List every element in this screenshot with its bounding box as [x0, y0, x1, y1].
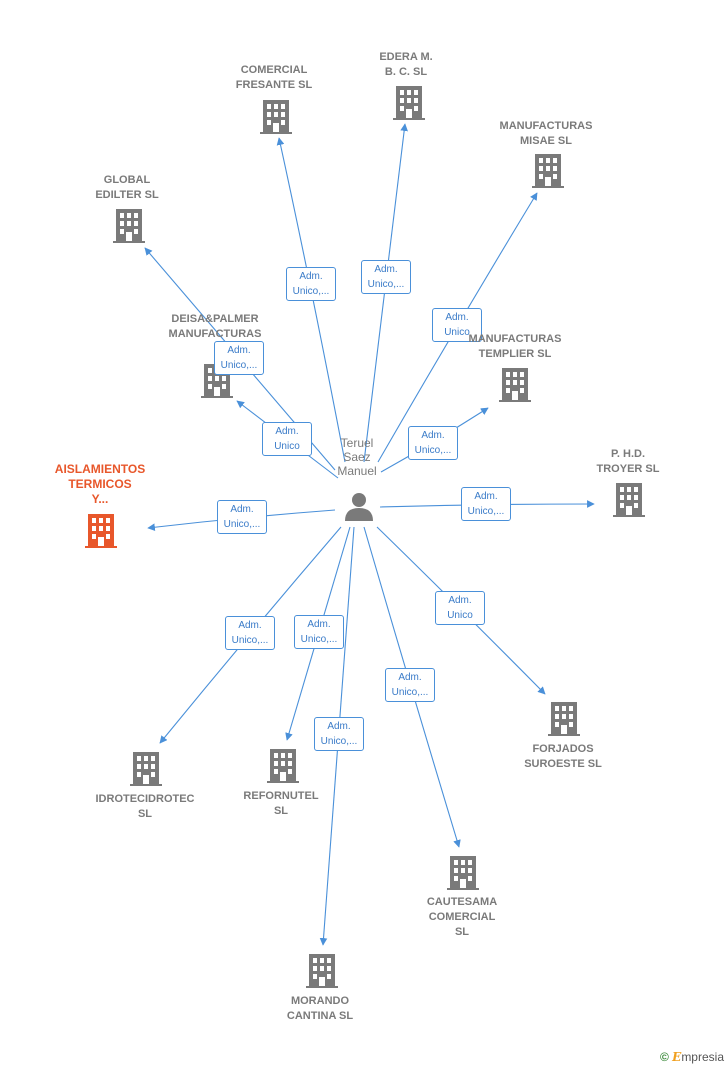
- company-label-phd-troyer[interactable]: P. H.D. TROYER SL: [596, 448, 660, 475]
- company-label-comercial-fresante[interactable]: COMERCIAL FRESANTE SL: [235, 64, 313, 91]
- building-icon[interactable]: [499, 368, 531, 402]
- building-icon[interactable]: [447, 856, 479, 890]
- role-badge-forjados-suroeste: Adm. Unico: [435, 591, 485, 625]
- role-badge-global-editer: Adm. Unico,...: [214, 341, 264, 375]
- role-badge-refornutel: Adm. Unico,...: [294, 615, 344, 649]
- role-badge-manufacturas-templier: Adm. Unico,...: [408, 426, 458, 460]
- company-label-global-editer[interactable]: GLOBAL EDILTER SL: [95, 174, 159, 201]
- role-badge-comercial-fresante: Adm. Unico,...: [286, 267, 336, 301]
- person-icon[interactable]: [345, 493, 373, 521]
- copyright-symbol: ©: [659, 1050, 669, 1064]
- company-label-cautesama[interactable]: CAUTESAMA COMERCIAL SL: [426, 896, 498, 938]
- brand-name: mpresia: [681, 1050, 724, 1064]
- role-badge-aislamientos: Adm. Unico,...: [217, 500, 267, 534]
- building-icon[interactable]: [613, 483, 645, 517]
- company-label-refornutel[interactable]: REFORNUTEL SL: [243, 790, 319, 817]
- role-badge-deisa-palmer: Adm. Unico: [262, 422, 312, 456]
- brand-initial: E: [672, 1050, 682, 1064]
- building-icon[interactable]: [548, 702, 580, 736]
- building-icon[interactable]: [393, 86, 425, 120]
- building-icon[interactable]: [260, 100, 292, 134]
- role-badge-morando-cantina: Adm. Unico,...: [314, 717, 364, 751]
- role-badge-phd-troyer: Adm. Unico,...: [461, 487, 511, 521]
- role-badge-cautesama: Adm. Unico,...: [385, 668, 435, 702]
- company-label-aislamientos[interactable]: AISLAMIENTOS TERMICOS Y...: [54, 462, 146, 506]
- company-label-manufacturas-templier[interactable]: MANUFACTURAS TEMPLIER SL: [468, 333, 562, 360]
- building-icon[interactable]: [113, 209, 145, 243]
- building-icon[interactable]: [85, 514, 117, 548]
- role-badge-manufacturas-misae: Adm. Unico: [432, 308, 482, 342]
- person-name-label[interactable]: Teruel Saez Manuel: [337, 436, 377, 478]
- building-icon[interactable]: [130, 752, 162, 786]
- role-badge-edera: Adm. Unico,...: [361, 260, 411, 294]
- brand-watermark: © Empresia: [660, 1050, 724, 1064]
- building-icon[interactable]: [267, 749, 299, 783]
- company-label-deisa-palmer[interactable]: DEISA&PALMER MANUFACTURAS: [168, 313, 262, 340]
- company-label-edera[interactable]: EDERA M. B. C. SL: [379, 51, 433, 78]
- company-label-morando-cantina[interactable]: MORANDO CANTINA SL: [286, 995, 354, 1022]
- company-label-manufacturas-misae[interactable]: MANUFACTURAS MISAE SL: [499, 120, 593, 147]
- building-icon[interactable]: [532, 154, 564, 188]
- company-label-forjados-suroeste[interactable]: FORJADOS SUROESTE SL: [524, 743, 602, 770]
- company-label-idrotecidrotec[interactable]: IDROTECIDROTEC SL: [95, 793, 195, 820]
- role-badge-idrotecidrotec: Adm. Unico,...: [225, 616, 275, 650]
- building-icon[interactable]: [306, 954, 338, 988]
